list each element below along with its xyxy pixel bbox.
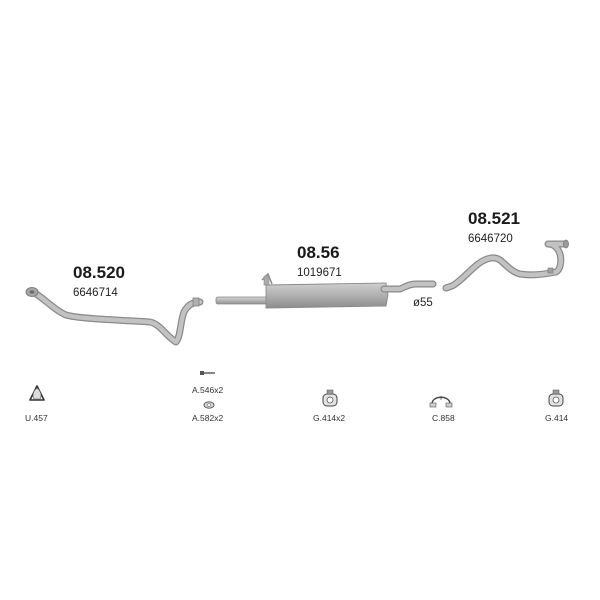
- rear-pipe: [442, 239, 569, 292]
- accessory-code-g414: G.414: [545, 413, 568, 423]
- accessory-code-a546: A.546x2: [192, 385, 223, 395]
- part-number-front-pipe: 08.520: [73, 263, 125, 282]
- clamp-icon: [429, 396, 453, 408]
- oem-number-middle-silencer: 1019671: [297, 267, 342, 279]
- middle-silencer: [215, 272, 437, 309]
- tailpipe-end: [563, 239, 569, 249]
- nut-icon: [203, 401, 215, 409]
- gasket-triangle-icon: [29, 385, 45, 401]
- rubber-hanger-icon: [548, 389, 564, 407]
- accessory-code-c858: C.858: [432, 413, 455, 423]
- oem-number-front-pipe: 6646714: [73, 287, 118, 299]
- rubber-hanger-icon: [322, 389, 338, 407]
- silencer-body: [265, 282, 389, 309]
- accessory-code-g414x2: G.414x2: [313, 413, 345, 423]
- pipe-diameter-label: ø55: [413, 297, 433, 309]
- part-number-rear-pipe: 08.521: [468, 209, 520, 228]
- accessory-code-a582: A.582x2: [192, 413, 223, 423]
- bolt-icon: [200, 371, 215, 375]
- part-number-middle-silencer: 08.56: [297, 243, 340, 262]
- oem-number-rear-pipe: 6646720: [468, 233, 513, 245]
- front-pipe: [25, 287, 204, 346]
- accessory-code-u457: U.457: [25, 413, 48, 423]
